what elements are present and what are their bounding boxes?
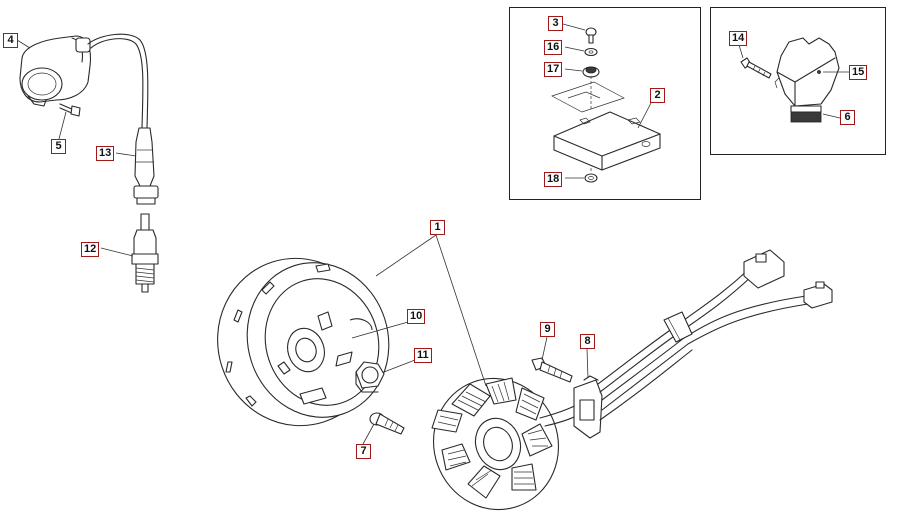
callout-17[interactable]: 17 bbox=[544, 62, 563, 77]
callout-3[interactable]: 3 bbox=[548, 16, 563, 31]
callout-7[interactable]: 7 bbox=[356, 444, 371, 459]
callout-15[interactable]: 15 bbox=[849, 65, 868, 80]
callout-12[interactable]: 12 bbox=[81, 242, 100, 257]
callout-4[interactable]: 4 bbox=[3, 33, 18, 48]
wiring-harness bbox=[597, 249, 833, 421]
spark-plug-part bbox=[131, 213, 159, 293]
callout-2[interactable]: 2 bbox=[650, 88, 665, 103]
callout-13[interactable]: 13 bbox=[96, 146, 115, 161]
callout-16[interactable]: 16 bbox=[544, 40, 563, 55]
grommet-bolt-part bbox=[531, 357, 573, 383]
callout-11[interactable]: 11 bbox=[414, 348, 432, 363]
callout-5[interactable]: 5 bbox=[51, 139, 66, 154]
callout-10[interactable]: 10 bbox=[407, 309, 426, 324]
ignition-coil-part bbox=[19, 33, 149, 129]
callout-9[interactable]: 9 bbox=[540, 322, 555, 337]
stator-coil-part bbox=[431, 377, 593, 511]
callout-14[interactable]: 14 bbox=[729, 31, 748, 46]
stator-bolt-part bbox=[369, 412, 405, 435]
cdi-inset-drawing bbox=[551, 23, 661, 183]
regulator-inset-box bbox=[710, 7, 886, 155]
wire-grommet-part bbox=[573, 375, 603, 439]
flywheel-nut-part bbox=[355, 361, 385, 393]
callout-1[interactable]: 1 bbox=[430, 220, 445, 235]
flywheel-rotor-part bbox=[217, 257, 390, 427]
leader-lines bbox=[16, 39, 589, 445]
callout-6[interactable]: 6 bbox=[840, 110, 855, 125]
callout-8[interactable]: 8 bbox=[580, 334, 595, 349]
spark-plug-cap-part bbox=[133, 127, 159, 205]
callout-18[interactable]: 18 bbox=[544, 172, 563, 187]
cdi-inset-box bbox=[509, 7, 701, 200]
regulator-inset-drawing bbox=[738, 37, 850, 123]
